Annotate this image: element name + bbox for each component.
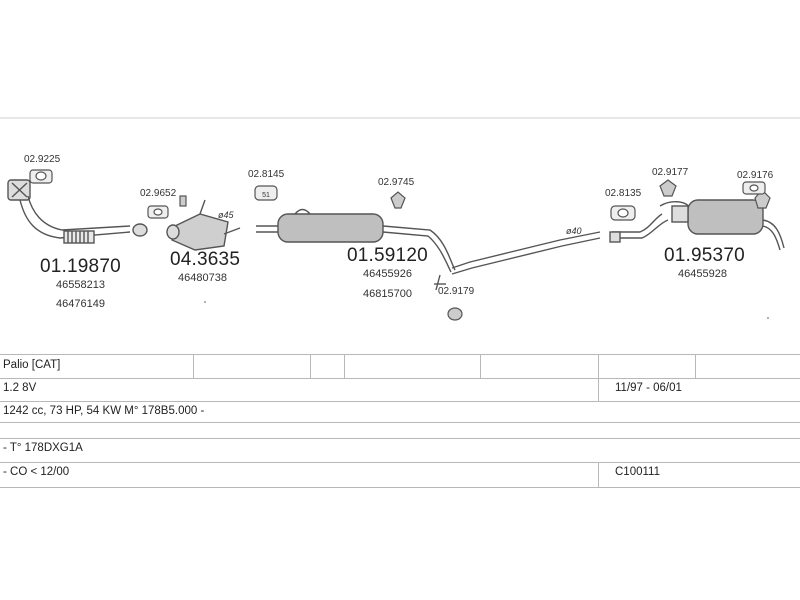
part-clamp-number: 02.8135: [605, 188, 642, 199]
part-hanger-number: 02.9179: [438, 286, 475, 297]
table-divider: [598, 462, 599, 487]
table-divider: [310, 354, 311, 378]
part-main-code: 01.95370: [664, 245, 745, 266]
table-divider: [0, 401, 800, 402]
table-divider: [0, 422, 800, 423]
part-oem-ref: 46476149: [56, 298, 105, 310]
vehicle-model: Palio [CAT]: [3, 359, 61, 371]
part-mount-number: 02.9177: [652, 167, 689, 178]
vehicle-emission: - CO < 12/00: [3, 466, 70, 478]
gasket-icon: [742, 181, 766, 195]
part-oem-ref: 46815700: [363, 288, 412, 300]
table-divider: [0, 487, 800, 488]
front-pipe-part: [7, 179, 148, 244]
clamp-icon: 51: [254, 185, 278, 201]
vehicle-specs: 1242 cc, 73 HP, 54 KW M° 178B5.000 -: [3, 405, 205, 417]
part-oem-ref: 46480738: [178, 272, 227, 284]
gasket-icon: [29, 169, 53, 184]
table-divider: [344, 354, 345, 378]
clamp-icon: [610, 205, 636, 221]
table-divider: [0, 354, 800, 355]
part-main-code: 04.3635: [170, 249, 241, 270]
sensor-bolt-icon: [179, 195, 187, 207]
part-oem-ref: 46455928: [678, 268, 727, 280]
table-divider: [0, 438, 800, 439]
rubber-mount-icon: [390, 191, 406, 209]
intermediate-pipe-part: [434, 231, 601, 291]
table-divider: [480, 354, 481, 378]
vehicle-years: 11/97 - 06/01: [615, 382, 682, 394]
part-mount-number: 02.9745: [378, 177, 415, 188]
vehicle-engine: 1.2 8V: [3, 382, 37, 394]
part-mount-number: 02.9176: [737, 170, 774, 181]
rear-silencer-part: [609, 199, 785, 251]
part-gasket-number: 02.9225: [24, 154, 61, 165]
table-divider: [193, 354, 194, 378]
table-divider: [0, 378, 800, 379]
part-gasket-number: 02.9652: [140, 188, 177, 199]
svg-text:51: 51: [262, 192, 270, 199]
middle-silencer-part: [256, 208, 456, 273]
part-main-code: 01.59120: [347, 245, 428, 266]
vehicle-type: - T° 178DXG1A: [3, 442, 83, 454]
part-oem-ref: 46558213: [56, 279, 105, 291]
pipe-diameter: ø45: [218, 210, 234, 220]
hanger-icon: [447, 307, 463, 321]
table-divider: [598, 354, 599, 402]
gasket-icon: [147, 205, 169, 219]
table-divider: [0, 462, 800, 463]
part-clamp-number: 02.8145: [248, 169, 285, 180]
catalog-number: C100111: [615, 466, 660, 478]
part-main-code: 01.19870: [40, 256, 121, 277]
table-divider: [695, 354, 696, 378]
pipe-diameter: ø40: [566, 226, 582, 236]
catalytic-converter-part: [166, 199, 241, 251]
part-oem-ref: 46455926: [363, 268, 412, 280]
